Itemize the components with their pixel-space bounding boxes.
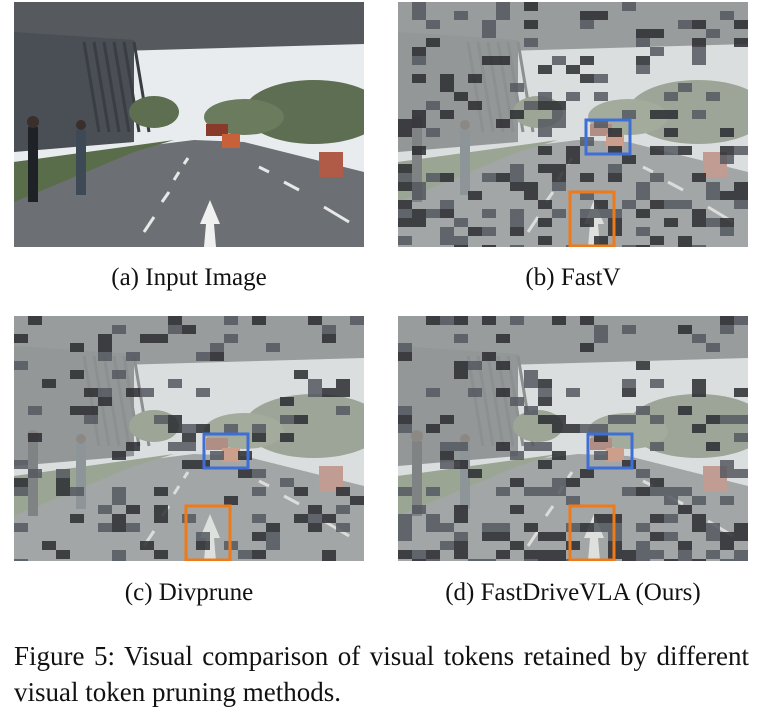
caption-divprune: (c) Divprune	[124, 579, 254, 606]
street-scene-image-a	[14, 2, 364, 247]
caption-fastdrivevla: (d) FastDriveVLA (Ours)	[445, 579, 701, 606]
panel-divprune	[14, 316, 364, 561]
pruned-token-grid	[14, 316, 364, 561]
vehicle-highlight-box	[586, 432, 634, 470]
panel-fastv	[398, 2, 748, 247]
street-scene-image-d	[398, 316, 748, 561]
street-scene-image-c	[14, 316, 364, 561]
caption-fastv: (b) FastV	[525, 264, 621, 291]
vehicle-highlight-box	[202, 432, 250, 470]
road-arrow-highlight-box	[568, 190, 616, 247]
road-arrow-highlight-box	[568, 504, 616, 561]
panel-input-image	[14, 2, 364, 247]
figure-caption: Figure 5: Visual comparison of visual to…	[14, 641, 749, 707]
panel-fastdrivevla	[398, 316, 748, 561]
vehicle-highlight-box	[584, 118, 632, 156]
pruned-token-grid	[398, 2, 748, 247]
road-arrow-highlight-box	[184, 504, 232, 561]
street-scene-image-b	[398, 2, 748, 247]
caption-input-image: (a) Input Image	[111, 264, 267, 291]
